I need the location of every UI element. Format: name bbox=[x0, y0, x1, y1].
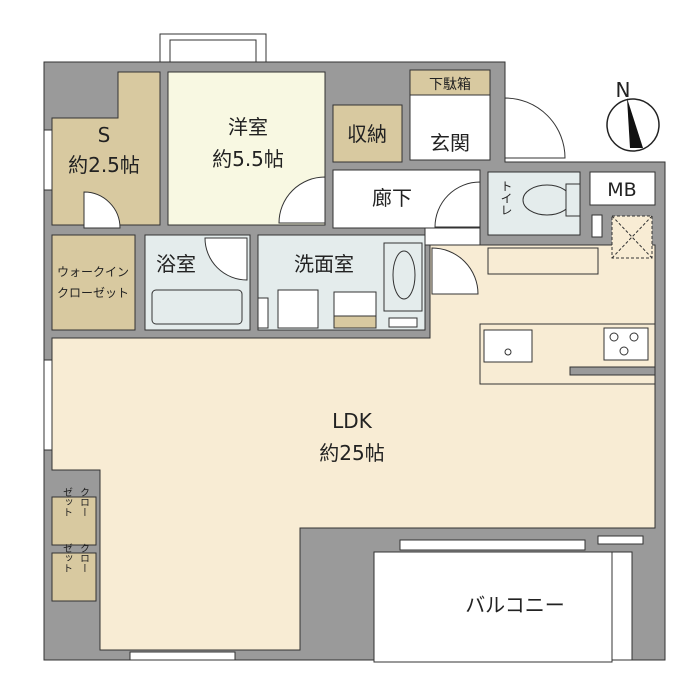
washing-machine-pan bbox=[277, 289, 319, 329]
bathroom-label: 浴室 bbox=[156, 252, 196, 276]
closet-1-label-1: クロー bbox=[78, 487, 89, 517]
shoe-box-label: 下駄箱 bbox=[429, 77, 471, 93]
door-icon[interactable] bbox=[431, 247, 479, 295]
wic-label-2: クローゼット bbox=[57, 286, 129, 300]
window bbox=[399, 539, 586, 551]
meter-box-label: MB bbox=[607, 179, 636, 201]
ldk-name: LDK bbox=[332, 409, 373, 433]
balcony-area bbox=[373, 551, 613, 663]
s-room bbox=[51, 71, 161, 226]
door-icon[interactable] bbox=[204, 237, 248, 281]
front-door-icon[interactable] bbox=[504, 97, 566, 159]
western-room-size: 約5.5帖 bbox=[212, 147, 284, 171]
s-room-name: S bbox=[98, 123, 111, 147]
wic-label-1: ウォークイン bbox=[57, 265, 129, 279]
kitchen-back-counter bbox=[487, 247, 599, 275]
wash-basin bbox=[383, 242, 423, 312]
compass-icon bbox=[606, 98, 660, 152]
door-icon[interactable] bbox=[434, 181, 481, 228]
closet-1-label-2: ゼット bbox=[61, 487, 73, 517]
wall-segment bbox=[569, 366, 656, 376]
stove-icon bbox=[603, 327, 649, 361]
entrance-label: 玄関 bbox=[430, 131, 470, 155]
ldk-size: 約25帖 bbox=[319, 441, 384, 465]
washroom-label: 洗面室 bbox=[294, 252, 354, 276]
fridge-space bbox=[611, 215, 653, 259]
walk-in-closet bbox=[51, 234, 136, 331]
closet-1 bbox=[51, 496, 97, 546]
balcony-label: バルコニー bbox=[465, 593, 565, 617]
door-icon[interactable] bbox=[83, 191, 121, 229]
bathtub bbox=[151, 289, 243, 325]
meter-box bbox=[589, 171, 656, 206]
western-room-name: 洋室 bbox=[228, 115, 268, 139]
hallway-label: 廊下 bbox=[372, 186, 412, 210]
closet-2-label-1: クロー bbox=[78, 543, 89, 573]
shoe-box bbox=[409, 69, 491, 96]
toilet-label: トイレ bbox=[499, 180, 513, 216]
window bbox=[43, 359, 53, 451]
closet-2 bbox=[51, 552, 97, 602]
door-icon[interactable] bbox=[278, 176, 326, 224]
folding-door-icon[interactable] bbox=[333, 291, 377, 317]
balcony-edge bbox=[611, 551, 633, 661]
compass-north-label: N bbox=[616, 78, 631, 102]
window bbox=[597, 535, 644, 545]
closet-2-label-2: ゼット bbox=[61, 543, 73, 573]
sink-icon bbox=[483, 329, 533, 363]
window bbox=[43, 129, 53, 191]
s-room-size: 約2.5帖 bbox=[68, 153, 140, 177]
storage-room bbox=[332, 104, 403, 163]
storage-label: 収納 bbox=[347, 122, 387, 146]
window bbox=[129, 651, 236, 661]
entrance bbox=[409, 94, 491, 161]
